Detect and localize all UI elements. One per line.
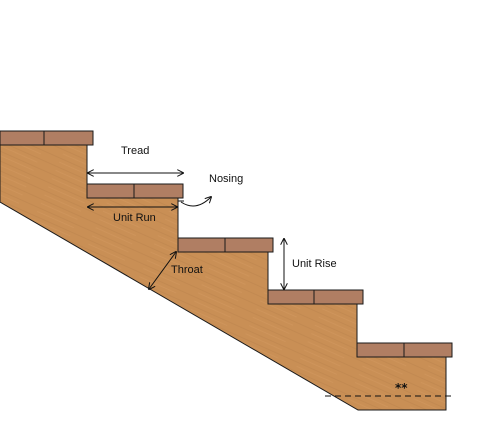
unit-rise-label: Unit Rise	[292, 258, 337, 270]
tread-board-4	[267, 289, 364, 305]
throat-dimension-arrow	[149, 252, 176, 289]
tread-board-1	[0, 130, 94, 146]
tread-label: Tread	[121, 145, 149, 157]
tread-board-2	[86, 183, 184, 199]
unit-run-label: Unit Run	[113, 212, 156, 224]
footnote-marker: **	[395, 381, 408, 395]
tread-board-5	[356, 342, 453, 358]
nosing-label: Nosing	[209, 173, 243, 185]
throat-label: Throat	[171, 264, 203, 276]
treads	[0, 130, 453, 358]
tread-board-3	[177, 237, 274, 253]
nosing-pointer-arrow	[180, 197, 211, 207]
